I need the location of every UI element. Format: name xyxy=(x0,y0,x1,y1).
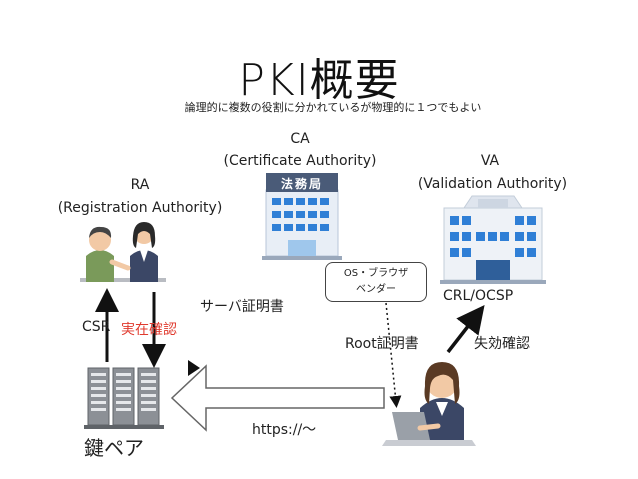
ca-building-sign: 法務局 xyxy=(280,177,323,191)
ra-abbr: RA xyxy=(130,177,150,193)
va-full: (Validation Authority) xyxy=(417,176,568,192)
csr-label: CSR xyxy=(82,319,111,335)
revocation-check-arrow xyxy=(446,304,485,354)
vendor-line-1: OS・ブラウザ xyxy=(343,268,409,279)
root-cert-arrow xyxy=(385,302,402,408)
server-cert-label: サーバ証明書 xyxy=(200,299,284,315)
vendor-line-2: ベンダー xyxy=(356,284,396,295)
user-laptop-icon xyxy=(382,362,476,446)
va-abbr: VA xyxy=(480,153,500,169)
key-pair-label: 鍵ペア xyxy=(84,436,144,460)
server-cert-pointer xyxy=(188,360,200,376)
identity-check-label: 実在確認 xyxy=(121,322,177,338)
ra-full: (Registration Authority) xyxy=(57,200,223,216)
page-title: PKI概要 xyxy=(238,55,400,106)
https-label: https://〜 xyxy=(252,422,317,438)
ca-full: (Certificate Authority) xyxy=(223,153,377,169)
revocation-check-label: 失効確認 xyxy=(474,336,530,352)
ca-building-icon xyxy=(262,173,342,260)
vendor-bubble: OS・ブラウザ ベンダー xyxy=(325,262,427,302)
va-building-icon xyxy=(440,195,546,284)
ra-people-icon xyxy=(80,222,166,282)
crl-ocsp-label: CRL/OCSP xyxy=(443,288,514,304)
https-arrow xyxy=(170,364,385,432)
server-rack-icon xyxy=(84,367,164,429)
ca-abbr: CA xyxy=(290,131,310,147)
root-cert-label: Root証明書 xyxy=(345,336,419,352)
page-subtitle: 論理的に複数の役割に分かれているが物理的に１つでもよい xyxy=(184,101,482,114)
